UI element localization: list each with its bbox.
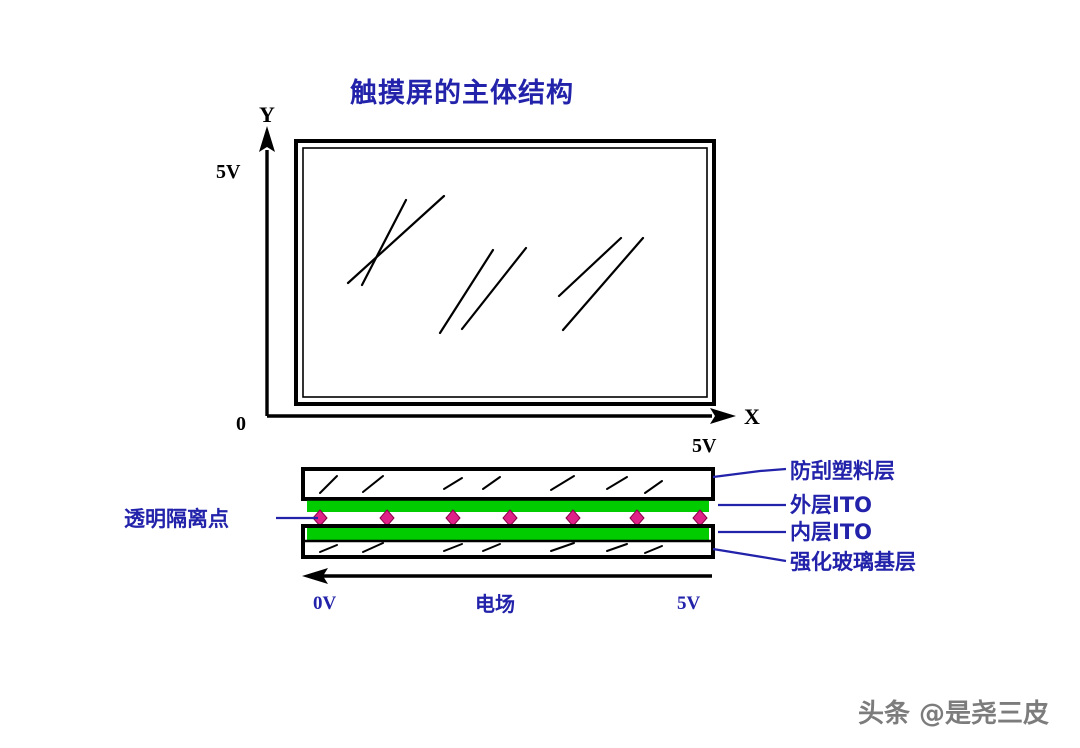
- panel-outer-border: [294, 139, 716, 406]
- y-axis-group: Y 5V: [216, 102, 275, 416]
- separator-dot: [629, 509, 645, 527]
- leader-line-anti-scratch-plastic: [712, 467, 787, 479]
- separator-dots-row: [312, 509, 708, 527]
- figure-title: 触摸屏的主体结构: [350, 77, 574, 109]
- electric-field-arrowhead: [302, 568, 328, 584]
- electric-field-label: 电场: [475, 592, 515, 616]
- separator-dot: [445, 509, 461, 527]
- lower-glass-hatch: [319, 542, 663, 554]
- y-axis-max-label: 5V: [216, 161, 241, 183]
- x-axis-max-label: 5V: [692, 435, 717, 457]
- separator-dot: [565, 509, 581, 527]
- upper-plastic-hatch: [319, 475, 663, 494]
- separator-dot: [692, 509, 708, 527]
- layer-anti-scratch-plastic: [301, 467, 715, 501]
- y-axis-label: Y: [259, 102, 275, 127]
- cross-section-upper: [301, 467, 715, 512]
- label-anti-scratch-plastic: 防刮塑料层: [790, 459, 895, 483]
- separator-dot-callout-label: 透明隔离点: [124, 507, 229, 531]
- right-callouts-group: 防刮塑料层 外层ITO 内层ITO 强化玻璃基层: [712, 459, 916, 574]
- panel-inner-border: [302, 147, 708, 398]
- separator-dot: [502, 509, 518, 527]
- watermark: 头条 @是尧三皮: [858, 699, 1049, 729]
- panel-hatch-marks: [346, 194, 645, 335]
- x-axis-label: X: [744, 404, 760, 429]
- voltage-label-right: 5V: [677, 593, 701, 614]
- y-axis-arrowhead: [259, 126, 275, 152]
- label-outer-ito: 外层ITO: [790, 493, 872, 517]
- origin-label: 0: [236, 413, 246, 435]
- x-axis-group: X 5V 0: [236, 404, 760, 457]
- voltage-label-left: 0V: [313, 593, 337, 614]
- left-callout-group: 透明隔离点: [124, 507, 318, 531]
- cross-section-lower: [301, 524, 715, 559]
- layer-inner-ito: [307, 528, 709, 541]
- label-tempered-glass: 强化玻璃基层: [790, 550, 916, 574]
- layer-outer-ito: [307, 499, 709, 512]
- leader-line-tempered-glass: [712, 547, 787, 563]
- electric-field-annotation: 0V 电场 5V: [302, 568, 712, 616]
- x-axis-arrowhead: [710, 408, 736, 424]
- touchscreen-panel: [294, 139, 716, 406]
- separator-dot: [379, 509, 395, 527]
- label-inner-ito: 内层ITO: [790, 520, 872, 544]
